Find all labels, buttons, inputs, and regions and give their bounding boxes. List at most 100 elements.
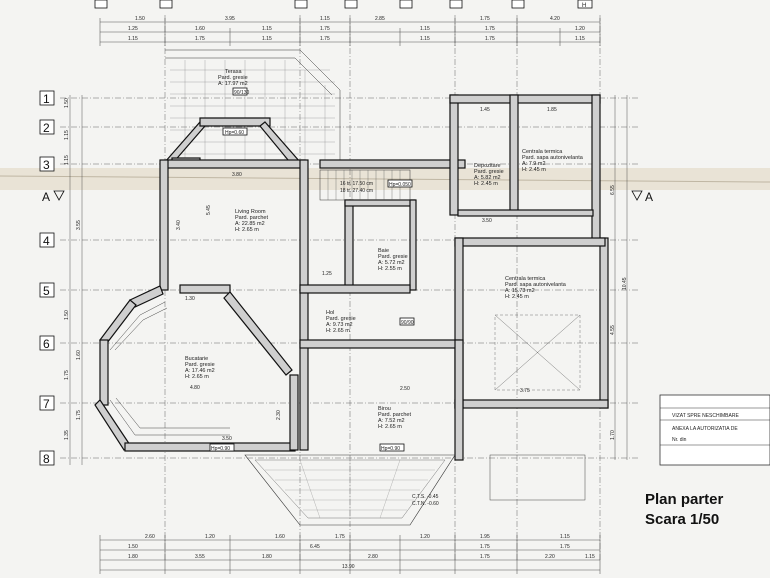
left-dim-4: 3.55 <box>76 220 82 230</box>
right-dim-3: 4.55 <box>610 325 616 335</box>
bottom-dim-r2-3: 1.75 <box>480 544 490 550</box>
room-living-name: Living Room <box>235 209 266 215</box>
level-ctn: C.T.S. -0.45 <box>412 494 439 500</box>
terrace-bay <box>163 49 341 167</box>
bottom-dim-7: 1.15 <box>560 534 570 540</box>
bottom-dim-r3-2: 3.55 <box>195 554 205 560</box>
row-label-3: 3 <box>43 158 50 172</box>
left-dim-2: 1.15 <box>64 130 70 140</box>
stairs-label-1: 16 tr. 17.50 cm <box>340 181 373 187</box>
row-label-6: 6 <box>43 337 50 351</box>
hp-mark-4: Hp=0.050 <box>389 182 411 188</box>
level-cts: C.T.N. -0.60 <box>412 501 439 507</box>
room-hol-area: A: 9.73 m2 <box>326 322 353 328</box>
left-dim-7: 1.75 <box>64 370 70 380</box>
dim-baie: 1.25 <box>322 271 332 277</box>
bottom-dim-3: 1.60 <box>275 534 285 540</box>
bottom-dim-r2-2: 6.45 <box>310 544 320 550</box>
dim-kitchen-bottom: 3.50 <box>222 436 232 442</box>
room-ct2-height: H: 2.45 m <box>505 294 529 300</box>
left-dim-6: 1.60 <box>76 350 82 360</box>
room-ct1-area: A: 7.9 m2 <box>522 161 546 167</box>
row-axis-bubbles: 1 2 3 4 5 6 7 8 <box>39 90 55 466</box>
dim-ct2: 3.75 <box>520 388 530 394</box>
bottom-dimension-chains: 2.60 1.20 1.60 1.75 1.20 1.95 1.15 1.50 … <box>99 534 601 574</box>
room-birou-floor: Pard. parchet <box>378 412 411 418</box>
room-depozitare-height: H: 2.45 m <box>474 181 498 187</box>
bottom-dim-r3-4: 2.80 <box>368 554 378 560</box>
top-dim-r3-3: 1.15 <box>262 36 272 42</box>
stamp-line-2: ANEXA LA AUTORIZATIA DE <box>672 426 738 432</box>
top-dim-r2-5: 1.15 <box>420 26 430 32</box>
section-marker-right: A <box>631 190 653 204</box>
kitchen-bay <box>94 285 299 452</box>
left-dimension-chains: 1.50 1.15 1.15 3.55 1.50 1.60 1.75 1.75 … <box>64 95 83 465</box>
room-ct2-area: A: 15.73 m2 <box>505 288 535 294</box>
bottom-dim-2: 1.20 <box>205 534 215 540</box>
room-depozitare-area: A: 5.82 m2 <box>474 175 501 181</box>
room-living-floor: Pard. parchet <box>235 215 268 221</box>
bottom-dim-total: 13.90 <box>342 564 355 570</box>
room-hol-name: Hol <box>326 310 334 316</box>
top-dim-3: 1.15 <box>320 16 330 22</box>
section-label-left: A <box>42 190 50 204</box>
bottom-dim-r2-1: 1.50 <box>128 544 138 550</box>
right-dim-1: 6.55 <box>610 185 616 195</box>
bottom-dim-r3-6: 2.20 <box>545 554 555 560</box>
room-kitchen-name: Bucatarie <box>185 356 208 362</box>
top-axis-bubbles: H <box>94 0 593 9</box>
left-dim-3: 1.15 <box>64 155 70 165</box>
room-kitchen-floor: Pard. gresie <box>185 362 215 368</box>
row-label-7: 7 <box>43 397 50 411</box>
room-depozitare-floor: Pard. gresie <box>474 169 504 175</box>
row-label-8: 8 <box>43 452 50 466</box>
hp-mark-1: Hp=0.60 <box>225 130 244 136</box>
stairs-label-2: 18 tr. 27.40 cm <box>340 188 373 194</box>
bottom-dim-r2-4: 1.75 <box>560 544 570 550</box>
bottom-dim-6: 1.95 <box>480 534 490 540</box>
top-dim-r2-2: 1.60 <box>195 26 205 32</box>
bottom-dim-r3-3: 1.80 <box>262 554 272 560</box>
top-dim-4: 2.85 <box>375 16 385 22</box>
top-dim-1: 1.50 <box>135 16 145 22</box>
room-ct2-name: Centrala termica <box>505 276 546 282</box>
top-dim-r3-7: 1.15 <box>575 36 585 42</box>
dim-living-height: 5.45 <box>206 205 212 215</box>
left-dim-5: 1.50 <box>64 310 70 320</box>
top-dim-r3-1: 1.15 <box>128 36 138 42</box>
bottom-dim-1: 2.60 <box>145 534 155 540</box>
stamp-line-1: VIZAT SPRE NESCHIMBARE <box>672 413 739 419</box>
axis-bubble-h <box>577 0 593 9</box>
top-dim-r3-2: 1.75 <box>195 36 205 42</box>
dim-kitchen-side: 2.30 <box>276 410 282 420</box>
dim-hol: 2.50 <box>400 386 410 392</box>
exterior-walls <box>159 94 609 461</box>
room-baie-area: A: 5.72 m2 <box>378 260 405 266</box>
right-dimension-chains: 6.55 10.45 4.55 1.70 <box>610 95 628 460</box>
room-birou-height: H: 2.65 m <box>378 424 402 430</box>
room-kitchen-height: H: 2.65 m <box>185 374 209 380</box>
hp-mark-2: Hp=0.90 <box>211 446 230 452</box>
top-dim-r2-6: 1.75 <box>485 26 495 32</box>
window-mark-2: 90/90 <box>401 320 414 326</box>
top-dim-r2-4: 1.75 <box>320 26 330 32</box>
room-ct1-height: H: 2.45 m <box>522 167 546 173</box>
hp-mark-3: Hp=0.90 <box>381 446 400 452</box>
left-dim-9: 1.35 <box>64 430 70 440</box>
room-birou-name: Birou <box>378 406 391 412</box>
room-terasa-area: A: 17.97 m2 <box>218 81 248 87</box>
plan-title: Plan parter <box>645 491 724 508</box>
window-mark-1: 90/130 <box>234 90 250 96</box>
section-label-right: A <box>645 190 653 204</box>
garage-cross <box>494 314 581 391</box>
stamp-line-3: Nr. din <box>672 437 687 443</box>
row-label-2: 2 <box>43 121 50 135</box>
room-terasa-name: Terasa <box>225 69 242 75</box>
axis-label-h: H <box>582 3 586 9</box>
room-ct1-name: Centrala termica <box>522 149 563 155</box>
room-living-area: A: 22.85 m2 <box>235 221 265 227</box>
row-label-4: 4 <box>43 234 50 248</box>
bottom-dim-5: 1.20 <box>420 534 430 540</box>
top-dim-5: 1.75 <box>480 16 490 22</box>
